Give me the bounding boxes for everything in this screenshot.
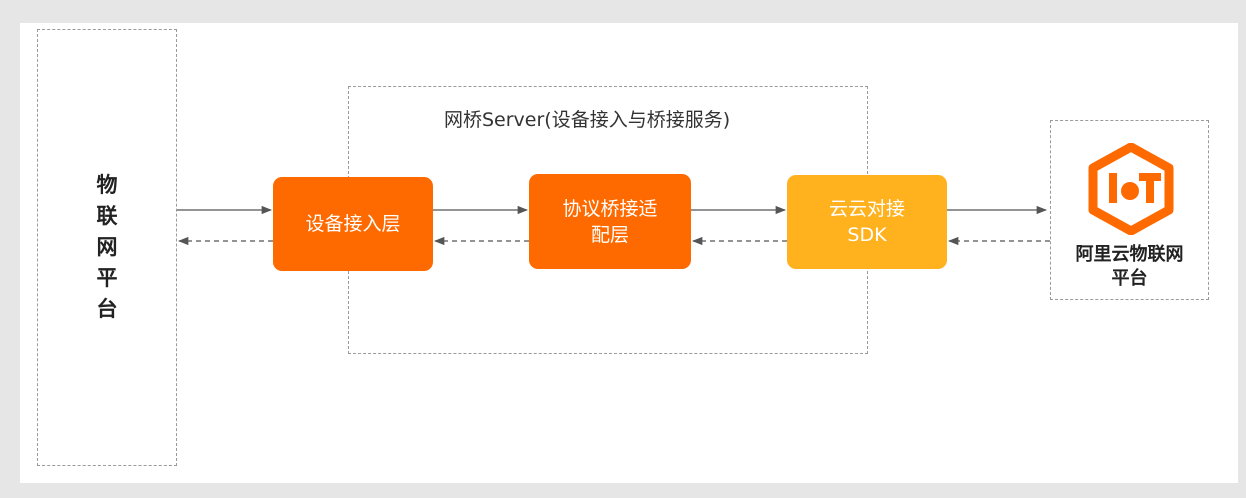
device-access-layer-label: 设备接入层 bbox=[305, 213, 401, 235]
cloud-sdk-line1: 云云对接 bbox=[828, 198, 905, 220]
iot-platform-char: 网 bbox=[96, 235, 118, 259]
iot-platform-label: 物 联 网 平 台 bbox=[38, 170, 176, 325]
connection-arrows bbox=[177, 205, 1050, 246]
aliyun-label-line1: 阿里云物联网 bbox=[1075, 244, 1184, 265]
aliyun-iot-platform-box: 阿里云物联网 平台 bbox=[1050, 120, 1209, 300]
bridge-server-title: 网桥Server(设备接入与桥接服务) bbox=[444, 109, 731, 131]
iot-platform-char: 台 bbox=[96, 297, 118, 321]
aliyun-iot-platform-label: 阿里云物联网 平台 bbox=[1051, 243, 1208, 291]
protocol-bridge-adapter-line2: 配层 bbox=[590, 223, 629, 246]
aliyun-label-line2: 平台 bbox=[1111, 268, 1148, 289]
cloud-sdk-line2: SDK bbox=[847, 224, 887, 246]
protocol-bridge-adapter-line1: 协议桥接适 bbox=[562, 197, 658, 220]
iot-platform-char: 平 bbox=[96, 266, 118, 290]
iot-logo-icon bbox=[1088, 143, 1174, 235]
diagram-canvas: 物 联 网 平 台 网桥Server(设备接入与桥接服务) 阿里云物联网 平台 bbox=[20, 23, 1238, 483]
iot-platform-char: 物 bbox=[96, 173, 118, 197]
cloud-sdk-node: 云云对接 SDK bbox=[787, 175, 947, 269]
protocol-bridge-adapter-node: 协议桥接适 配层 bbox=[529, 174, 691, 269]
iot-platform-box: 物 联 网 平 台 bbox=[37, 29, 177, 466]
iot-platform-char: 联 bbox=[96, 204, 118, 228]
device-access-layer-node: 设备接入层 bbox=[273, 177, 433, 271]
